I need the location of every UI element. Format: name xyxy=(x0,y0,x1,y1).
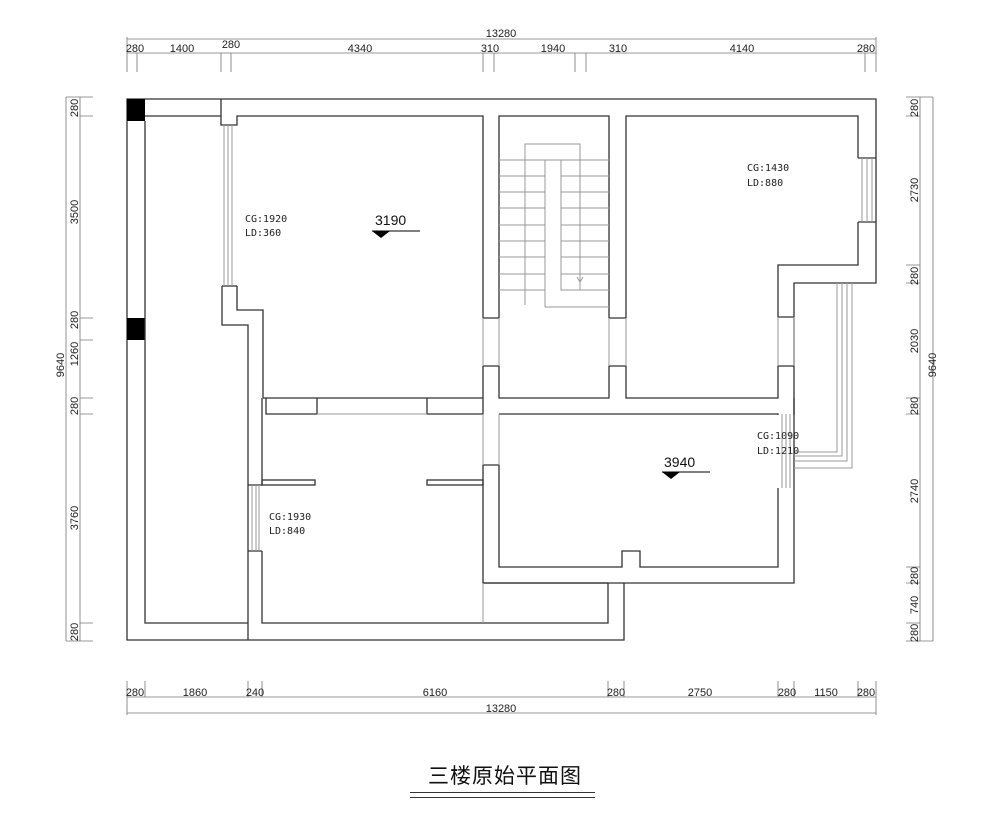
dim-label: 1260 xyxy=(69,342,81,366)
dim-label: 3760 xyxy=(69,506,81,530)
dim-total: 9640 xyxy=(55,353,67,377)
staircase xyxy=(499,143,609,308)
arrow-down-icon xyxy=(576,276,584,283)
level-marker: 3940 xyxy=(662,454,710,479)
dim-total: 13280 xyxy=(486,703,517,715)
dim-label: 1940 xyxy=(541,43,565,55)
dim-label: 280 xyxy=(909,624,921,642)
dim-label: 3500 xyxy=(69,200,81,224)
dimension-right: 9640 280 2730 280 2030 280 2740 280 740 … xyxy=(906,96,939,642)
dim-label: 280 xyxy=(909,267,921,285)
dim-label: 280 xyxy=(857,687,875,699)
window-cg: CG:1930 xyxy=(269,512,311,523)
dim-label: 280 xyxy=(607,687,625,699)
dim-label: 310 xyxy=(609,43,627,55)
title-underline xyxy=(410,792,595,793)
window-ld: LD:360 xyxy=(245,228,281,239)
dim-label: 240 xyxy=(246,687,264,699)
dim-label: 280 xyxy=(857,43,875,55)
dim-label: 280 xyxy=(222,39,240,51)
window-ld: LD:1210 xyxy=(757,446,799,457)
dim-label: 280 xyxy=(69,311,81,329)
dim-label: 280 xyxy=(69,99,81,117)
level-label: 3940 xyxy=(664,454,695,470)
dimension-left: 9640 280 3500 280 1260 280 3760 280 xyxy=(55,96,93,642)
window-cg: CG:1920 xyxy=(245,214,287,225)
dim-total: 13280 xyxy=(486,28,517,40)
dim-label: 6160 xyxy=(423,687,447,699)
dimension-top: 13280 280 1400 280 4340 310 1940 310 414… xyxy=(126,28,877,72)
windows xyxy=(223,125,873,623)
dim-label: 280 xyxy=(909,567,921,585)
dim-label: 2740 xyxy=(909,479,921,503)
dim-label: 4140 xyxy=(730,43,754,55)
window-ld: LD:840 xyxy=(269,526,305,537)
walls xyxy=(126,98,877,641)
dim-label: 1860 xyxy=(183,687,207,699)
dim-label: 1400 xyxy=(170,43,194,55)
dim-label: 740 xyxy=(909,596,921,614)
dim-label: 280 xyxy=(126,687,144,699)
dim-label: 280 xyxy=(69,623,81,641)
dim-label: 280 xyxy=(69,397,81,415)
dim-label: 310 xyxy=(481,43,499,55)
dim-label: 1150 xyxy=(814,687,838,699)
level-label: 3190 xyxy=(375,212,406,228)
column xyxy=(127,99,145,121)
dim-label: 2030 xyxy=(909,329,921,353)
dim-label: 2750 xyxy=(688,687,712,699)
dim-label: 280 xyxy=(909,397,921,415)
dimension-bottom: 280 1860 240 6160 280 2750 280 1150 280 … xyxy=(126,681,877,715)
column xyxy=(127,318,145,340)
dim-label: 2730 xyxy=(909,178,921,202)
window-cg: CG:1430 xyxy=(747,163,789,174)
dim-label: 280 xyxy=(778,687,796,699)
title-underline xyxy=(410,797,595,798)
dim-label: 280 xyxy=(126,43,144,55)
dim-label: 280 xyxy=(909,99,921,117)
window-ld: LD:880 xyxy=(747,178,783,189)
dim-total: 9640 xyxy=(927,353,939,377)
dim-label: 4340 xyxy=(348,43,372,55)
level-marker: 3190 xyxy=(372,212,420,238)
window-cg: CG:1090 xyxy=(757,431,799,442)
drawing-title: 三楼原始平面图 xyxy=(428,764,582,788)
